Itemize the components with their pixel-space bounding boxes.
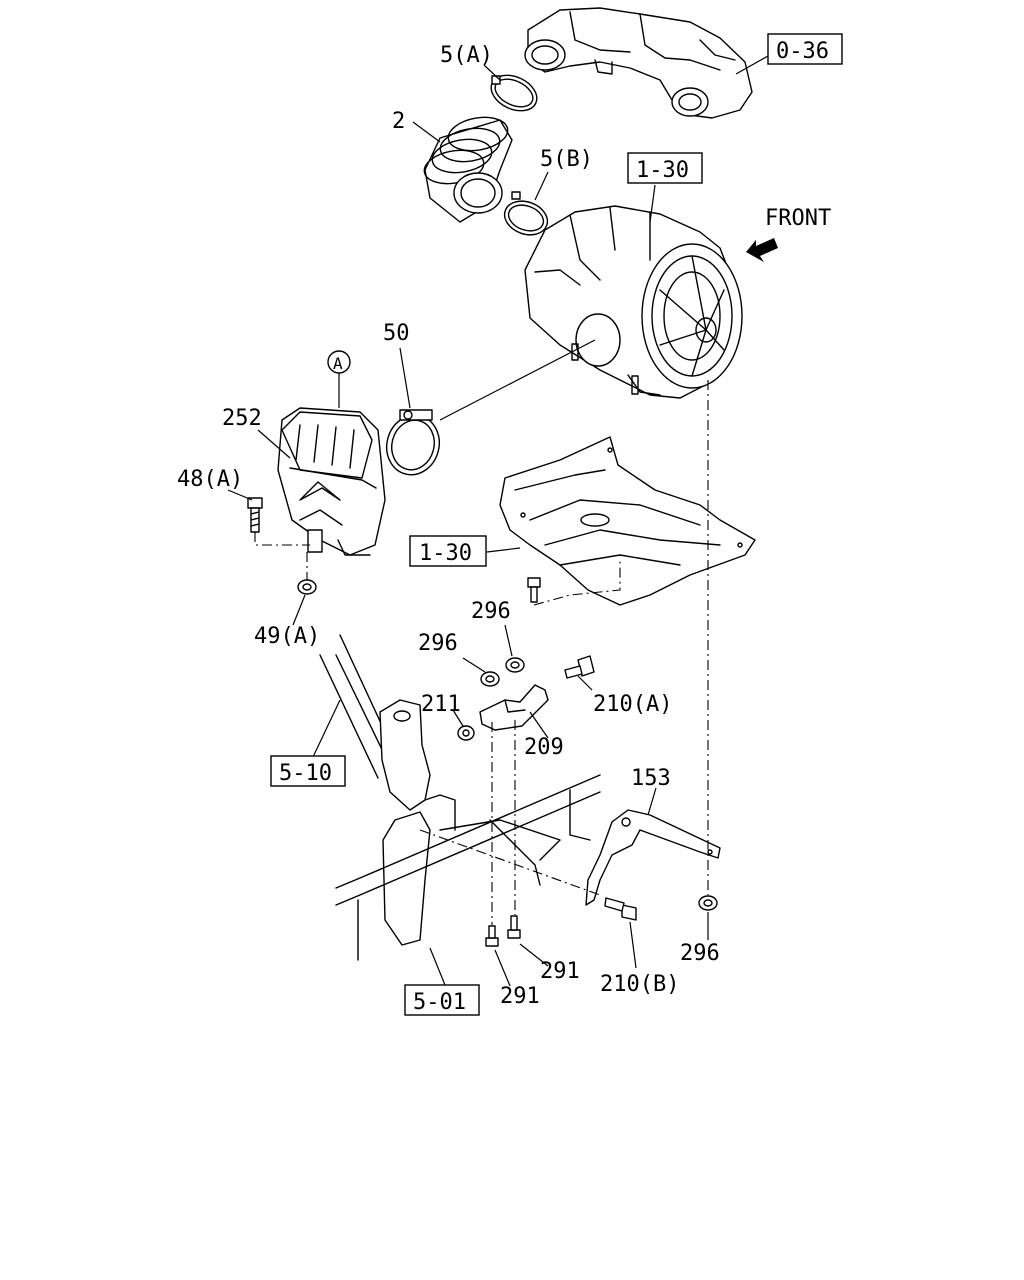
- assembly-lines: [254, 380, 709, 925]
- hose-2: [423, 116, 513, 223]
- heat-shield-plate: [499, 436, 756, 606]
- ref-box-1-30-mid-label: 1-30: [419, 541, 472, 566]
- front-arrow-icon: [746, 238, 778, 262]
- frame-crossmember-5-01: [335, 774, 601, 961]
- bolt-210b-icon: [604, 897, 637, 921]
- callout-296-left: 296: [418, 631, 458, 656]
- callout-252: 252: [222, 406, 262, 431]
- ref-box-5-01-label: 5-01: [413, 990, 466, 1015]
- callout-153: 153: [631, 766, 671, 791]
- front-label: FRONT: [765, 206, 831, 231]
- callout-5a: 5(A): [440, 43, 493, 68]
- reference-circle-a: A: [327, 350, 351, 374]
- nut-49a-icon: [297, 579, 317, 595]
- callout-2: 2: [392, 109, 405, 134]
- bolt-291-left-icon: [485, 925, 499, 947]
- circle-a-label: A: [333, 354, 343, 373]
- callout-296-right: 296: [471, 599, 511, 624]
- clamp-5b: [503, 191, 549, 236]
- ref-box-5-01: 5-01: [404, 984, 480, 1016]
- bolt-291-right-icon: [507, 915, 521, 939]
- callout-5b: 5(B): [540, 147, 593, 172]
- callout-296-lower: 296: [680, 941, 720, 966]
- callout-209: 209: [524, 735, 564, 760]
- callout-49a: 49(A): [254, 624, 320, 649]
- callout-210b: 210(B): [600, 972, 679, 997]
- bolt-shield-icon: [527, 577, 541, 603]
- ref-box-5-10-label: 5-10: [279, 761, 332, 786]
- ref-box-0-36-label: 0-36: [776, 39, 829, 64]
- callout-48a: 48(A): [177, 467, 243, 492]
- clamp-50: [386, 409, 440, 476]
- duct-252: [277, 407, 386, 556]
- nut-296-left-icon: [480, 671, 500, 687]
- bolt-48a-icon: [247, 497, 263, 533]
- ref-box-0-36: 0-36: [767, 33, 843, 65]
- ref-box-5-10: 5-10: [270, 755, 346, 787]
- bracket-153: [585, 809, 721, 906]
- frame-rail-5-10: [319, 634, 456, 946]
- callout-50: 50: [383, 321, 410, 346]
- ref-box-1-30-top-label: 1-30: [636, 158, 689, 183]
- bracket-209: [479, 684, 549, 731]
- ref-box-1-30-mid: 1-30: [409, 535, 487, 567]
- air-cleaner-body: [524, 205, 743, 399]
- nut-296-right-icon: [505, 657, 525, 673]
- nut-296-lower-icon: [698, 895, 718, 911]
- leader-lines: [227, 55, 769, 987]
- ref-box-1-30-top: 1-30: [627, 152, 703, 184]
- callout-291-right: 291: [540, 959, 580, 984]
- nut-211-icon: [457, 725, 475, 741]
- callout-291-left: 291: [500, 984, 540, 1009]
- intake-duct: [524, 7, 753, 119]
- clamp-5a: [490, 74, 538, 112]
- callout-210a: 210(A): [593, 692, 672, 717]
- bolt-210a-icon: [564, 655, 595, 679]
- callout-211: 211: [421, 692, 461, 717]
